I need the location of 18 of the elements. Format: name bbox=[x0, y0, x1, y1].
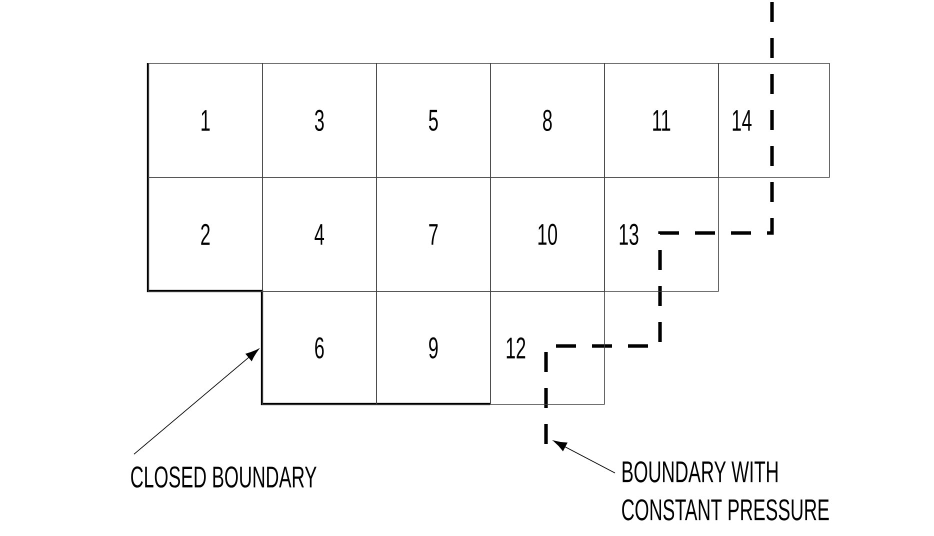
grid-cell: 8 bbox=[490, 63, 605, 178]
leader-line bbox=[134, 348, 259, 455]
grid-cell: 1 bbox=[148, 63, 263, 178]
grid-cell: 3 bbox=[262, 63, 377, 178]
grid-cell: 13 bbox=[604, 177, 719, 292]
grid-cell: 9 bbox=[376, 291, 491, 405]
boundary-label: CLOSED BOUNDARY bbox=[131, 466, 317, 488]
grid-cell: 4 bbox=[262, 177, 377, 292]
leader-line bbox=[553, 440, 616, 474]
grid-cell: 5 bbox=[376, 63, 491, 178]
boundary-label: BOUNDARY WITH CONSTANT PRESSURE bbox=[622, 461, 829, 520]
grid-cell: 7 bbox=[376, 177, 491, 292]
grid-cell: 11 bbox=[604, 63, 719, 178]
grid-cell: 6 bbox=[262, 291, 377, 405]
grid-cell: 12 bbox=[490, 291, 605, 405]
grid-cell: 10 bbox=[490, 177, 605, 292]
grid-cell: 2 bbox=[148, 177, 263, 292]
grid-cell: 14 bbox=[718, 63, 830, 178]
